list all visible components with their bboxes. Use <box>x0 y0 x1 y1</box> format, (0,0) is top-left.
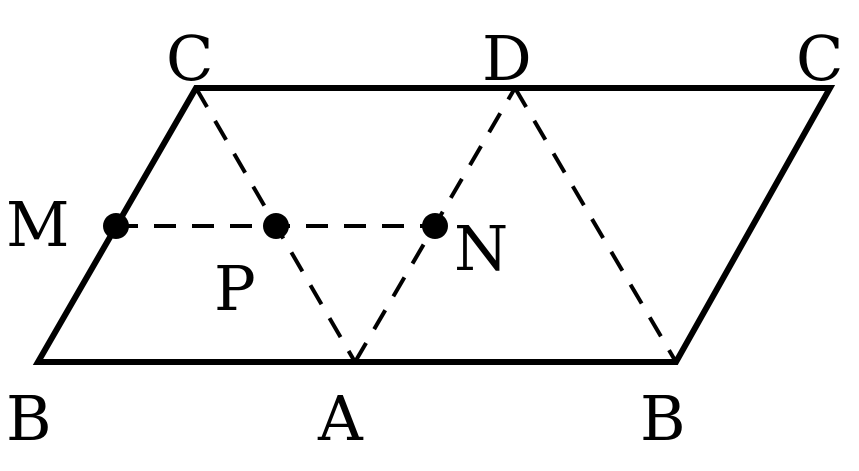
label-c-left: C <box>166 22 213 95</box>
point-m <box>103 213 129 239</box>
label-d-top: D <box>482 22 532 95</box>
dashed-line-d-b <box>513 86 678 364</box>
label-c-right: C <box>796 22 843 95</box>
parallelogram-outline <box>32 85 836 365</box>
label-m: M <box>6 188 69 261</box>
point-n <box>422 213 448 239</box>
label-p: P <box>214 252 256 325</box>
label-a: A <box>317 382 364 455</box>
label-n: N <box>454 212 508 285</box>
label-b-left: B <box>6 382 52 455</box>
label-b-right: B <box>640 382 686 455</box>
point-p <box>263 213 289 239</box>
